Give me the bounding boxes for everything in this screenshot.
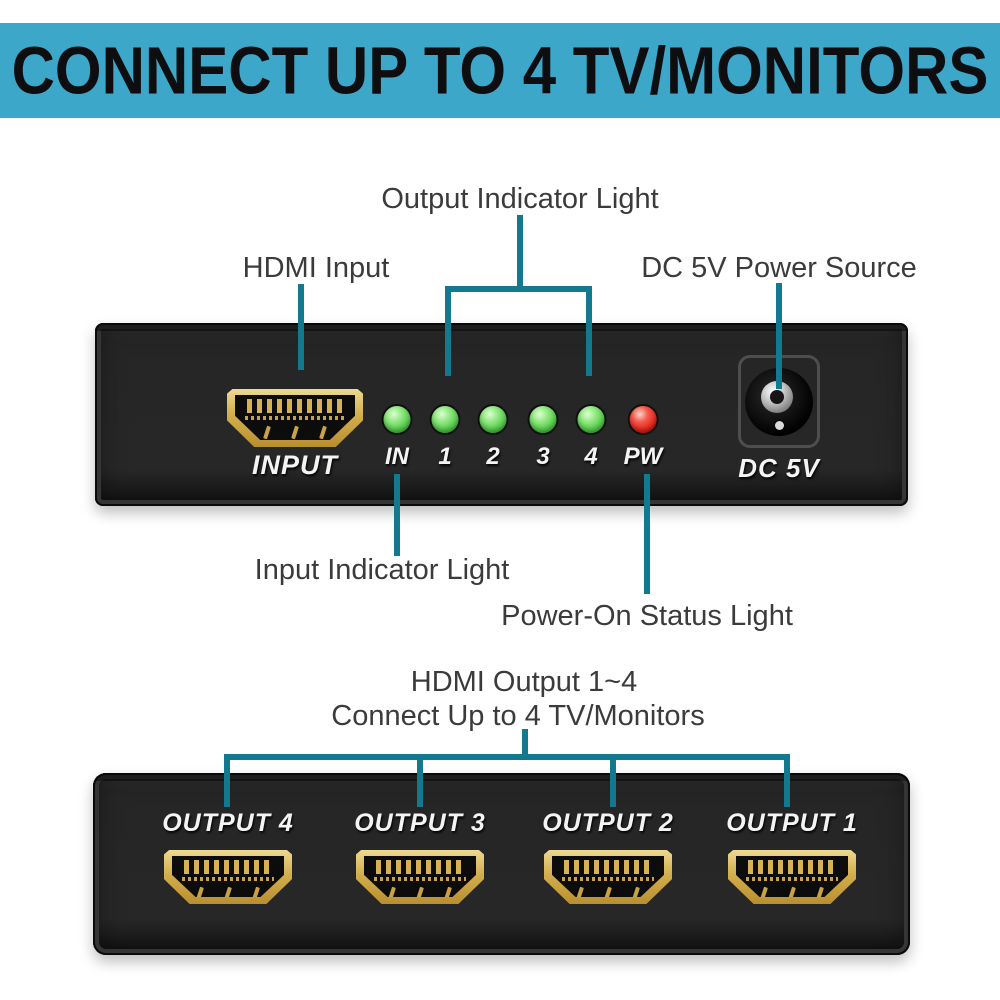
connector-output-indicator-stem (517, 215, 523, 292)
label-power-on-status-light: Power-On Status Light (501, 600, 793, 632)
connector-output-1 (784, 754, 790, 807)
banner: CONNECT UP TO 4 TV/MONITORS (0, 23, 1000, 118)
label-dc-power-source: DC 5V Power Source (641, 252, 917, 284)
label-output-indicator-light: Output Indicator Light (381, 183, 659, 215)
connector-input-indicator (394, 474, 400, 556)
led-3-light (529, 406, 557, 433)
connector-output-indicator-right (586, 286, 592, 376)
hdmi-contacts (746, 877, 838, 881)
led-1-light (431, 406, 459, 433)
led-in: IN (383, 406, 411, 471)
led-2-light (479, 406, 507, 433)
led-4-light (577, 406, 605, 433)
connector-output-2 (610, 754, 616, 807)
hdmi-contacts (374, 877, 466, 881)
connector-dc-power (776, 283, 782, 389)
hdmi-output-1-port (728, 850, 856, 904)
hdmi-contacts (245, 416, 345, 420)
hdmi-input-port (227, 389, 363, 447)
front-panel: INPUT IN 1 2 3 4 PW (95, 323, 908, 506)
banner-title: CONNECT UP TO 4 TV/MONITORS (11, 32, 989, 109)
led-4-label: 4 (584, 443, 598, 470)
label-hdmi-output-subheading: Connect Up to 4 TV/Monitors (331, 700, 705, 732)
connector-output-3 (417, 754, 423, 807)
led-1: 1 (431, 406, 459, 471)
connector-outputs-bracket (224, 754, 790, 760)
led-1-label: 1 (438, 443, 452, 470)
hdmi-contacts (562, 877, 654, 881)
connector-outputs-stem (522, 729, 528, 760)
hdmi-port-cavity (364, 856, 476, 897)
dc-jack-pin-hole (770, 389, 784, 404)
hdmi-output-2-port (544, 850, 672, 904)
connector-output-indicator-bracket (445, 286, 592, 292)
hdmi-pins (564, 860, 652, 874)
hdmi-port-cavity (552, 856, 664, 897)
led-pw-light (629, 406, 657, 433)
hdmi-port-cavity (235, 395, 355, 440)
output-4-label: OUTPUT 4 (162, 809, 294, 837)
input-port-label: INPUT (252, 450, 338, 480)
led-pw-label: PW (623, 443, 663, 470)
label-hdmi-input: HDMI Input (242, 252, 390, 284)
dc-jack-dot (775, 420, 784, 430)
output-1-label: OUTPUT 1 (726, 809, 858, 837)
hdmi-output-4-port (164, 850, 292, 904)
hdmi-contacts (182, 877, 274, 881)
led-2-label: 2 (486, 443, 500, 470)
led-2: 2 (479, 406, 507, 471)
led-3-label: 3 (536, 443, 550, 470)
connector-hdmi-input (298, 284, 304, 370)
output-3-label: OUTPUT 3 (354, 809, 486, 837)
connector-power-status (644, 474, 650, 594)
output-2-label: OUTPUT 2 (542, 809, 674, 837)
back-panel: OUTPUT 4 OUTPUT 3 OUTPUT 2 OUTPUT 1 (93, 773, 910, 955)
connector-output-4 (224, 754, 230, 807)
connector-output-indicator-left (445, 286, 451, 376)
hdmi-port-cavity (736, 856, 848, 897)
label-hdmi-output-heading: HDMI Output 1~4 (410, 666, 638, 698)
dc-port-label: DC 5V (738, 453, 820, 483)
hdmi-pins (247, 399, 343, 413)
led-in-label: IN (385, 443, 409, 470)
hdmi-pins (184, 860, 272, 874)
led-4: 4 (577, 406, 605, 471)
hdmi-output-3-port (356, 850, 484, 904)
hdmi-port-cavity (172, 856, 284, 897)
led-3: 3 (529, 406, 557, 471)
hdmi-pins (748, 860, 836, 874)
led-pw: PW (623, 406, 663, 471)
led-in-light (383, 406, 411, 433)
label-input-indicator-light: Input Indicator Light (254, 554, 510, 586)
hdmi-pins (376, 860, 464, 874)
